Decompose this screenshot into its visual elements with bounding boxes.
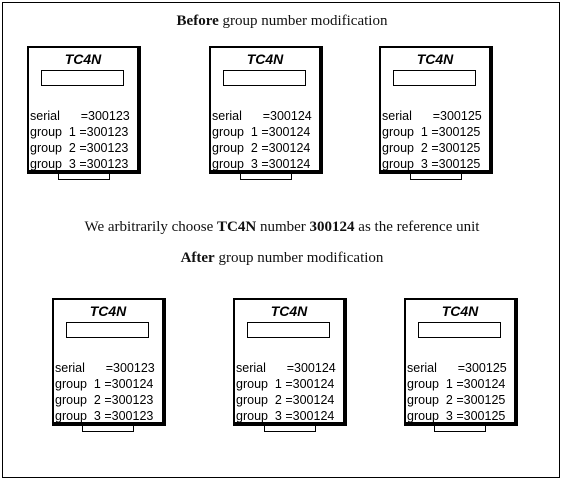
unit-base	[264, 426, 316, 432]
serial-row: serial =300125	[382, 109, 482, 123]
unit-display	[41, 70, 124, 86]
unit-base	[240, 174, 292, 180]
unit-readings: serial =300125 group 1 =300124 group 2 =…	[407, 360, 507, 424]
group-1-row: group 1 =300124	[407, 377, 506, 391]
unit-display	[223, 70, 306, 86]
before-unit-3: TC4N serial =300125 group 1 =300125 grou…	[379, 46, 493, 174]
serial-row: serial =300123	[30, 109, 130, 123]
before-heading-rest: group number modification	[218, 13, 388, 29]
unit-base	[82, 426, 134, 432]
group-2-row: group 2 =300123	[55, 393, 154, 407]
serial-row: serial =300125	[407, 361, 507, 375]
after-heading: After group number modification	[0, 250, 564, 267]
group-1-row: group 1 =300124	[236, 377, 335, 391]
group-1-row: group 1 =300123	[30, 125, 129, 139]
group-3-row: group 3 =300125	[407, 409, 506, 423]
unit-model-label: TC4N	[89, 303, 127, 319]
unit-display	[66, 322, 149, 338]
group-1-row: group 1 =300124	[212, 125, 311, 139]
before-heading: Before group number modification	[0, 13, 564, 30]
note-model: TC4N	[217, 219, 257, 235]
group-1-row: group 1 =300125	[382, 125, 481, 139]
unit-model-label: TC4N	[441, 303, 479, 319]
before-unit-1: TC4N serial =300123 group 1 =300123 grou…	[27, 46, 141, 174]
unit-display	[247, 322, 330, 338]
unit-model-label: TC4N	[270, 303, 308, 319]
after-unit-3: TC4N serial =300125 group 1 =300124 grou…	[404, 298, 518, 426]
unit-base	[410, 174, 462, 180]
note-number: 300124	[309, 219, 355, 235]
group-2-row: group 2 =300123	[30, 141, 129, 155]
serial-row: serial =300124	[212, 109, 312, 123]
group-3-row: group 3 =300124	[236, 409, 335, 423]
after-unit-1: TC4N serial =300123 group 1 =300124 grou…	[52, 298, 166, 426]
unit-base	[434, 426, 486, 432]
unit-readings: serial =300124 group 1 =300124 group 2 =…	[236, 360, 336, 424]
unit-display	[418, 322, 501, 338]
group-3-row: group 3 =300123	[55, 409, 154, 423]
group-2-row: group 2 =300124	[236, 393, 335, 407]
group-2-row: group 2 =300125	[407, 393, 506, 407]
unit-model-label: TC4N	[64, 51, 102, 67]
after-heading-bold: After	[180, 250, 215, 266]
unit-display	[393, 70, 476, 86]
note-text-1: We arbitrarily choose	[84, 219, 218, 235]
group-1-row: group 1 =300124	[55, 377, 154, 391]
group-2-row: group 2 =300124	[212, 141, 311, 155]
unit-readings: serial =300125 group 1 =300125 group 2 =…	[382, 108, 482, 172]
before-unit-2: TC4N serial =300124 group 1 =300124 grou…	[209, 46, 323, 174]
unit-model-label: TC4N	[246, 51, 284, 67]
unit-base	[58, 174, 110, 180]
group-2-row: group 2 =300125	[382, 141, 481, 155]
unit-readings: serial =300124 group 1 =300124 group 2 =…	[212, 108, 312, 172]
unit-readings: serial =300123 group 1 =300123 group 2 =…	[30, 108, 130, 172]
group-3-row: group 3 =300125	[382, 157, 481, 171]
serial-row: serial =300124	[236, 361, 336, 375]
unit-model-label: TC4N	[416, 51, 454, 67]
after-heading-rest: group number modification	[214, 250, 384, 266]
serial-row: serial =300123	[55, 361, 155, 375]
group-3-row: group 3 =300123	[30, 157, 129, 171]
reference-note: We arbitrarily choose TC4N number 300124…	[0, 219, 564, 236]
after-unit-2: TC4N serial =300124 group 1 =300124 grou…	[233, 298, 347, 426]
before-heading-bold: Before	[176, 13, 219, 29]
note-text-3: as the reference unit	[354, 219, 480, 235]
note-text-2: number	[256, 219, 310, 235]
group-3-row: group 3 =300124	[212, 157, 311, 171]
unit-readings: serial =300123 group 1 =300124 group 2 =…	[55, 360, 155, 424]
